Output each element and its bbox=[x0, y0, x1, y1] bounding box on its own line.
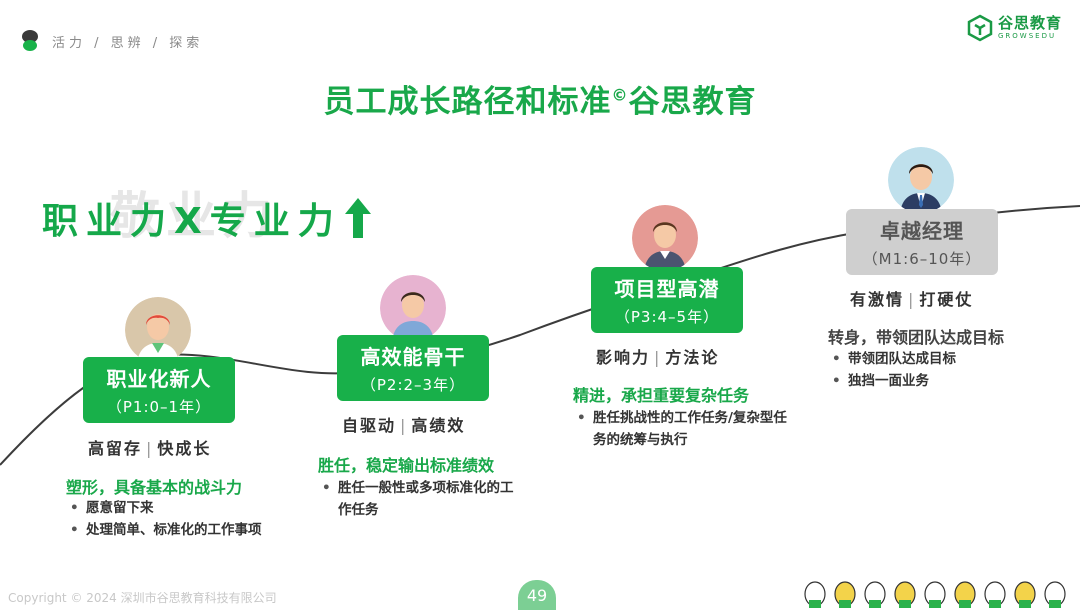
title-brand: 谷思教育 bbox=[628, 84, 757, 120]
stage-2-kw1: 自驱动 bbox=[342, 416, 397, 435]
stage-4-card: 卓越经理 （M1:6–10年） bbox=[846, 209, 998, 275]
arrow-up-icon bbox=[344, 198, 371, 238]
header-motto: 活力 / 思辨 / 探索 bbox=[20, 30, 203, 52]
avatar-stage-1 bbox=[125, 297, 191, 363]
list-item: 胜任挑战性的工作任务/复杂型任务的统筹与执行 bbox=[573, 407, 793, 451]
ghost-watermark-text: 敬业力 bbox=[110, 187, 278, 245]
logo-text-cn: 谷思教育 bbox=[997, 14, 1062, 32]
avatar-stage-2 bbox=[380, 275, 446, 341]
stage-1-kw2: 快成长 bbox=[157, 439, 212, 458]
stage-1-bullets: 愿意留下来 处理简单、标准化的工作事项 bbox=[66, 497, 326, 541]
list-item: 独挡一面业务 bbox=[828, 370, 1058, 392]
avatar-stage-3 bbox=[632, 205, 698, 271]
cartoon-characters-decoration bbox=[804, 581, 1066, 608]
stage-4-bullets: 带领团队达成目标 独挡一面业务 bbox=[828, 348, 1058, 392]
stage-1-card: 职业化新人 （P1:0–1年） bbox=[83, 357, 235, 423]
stage-3-card: 项目型高潜 （P3:4–5年） bbox=[591, 267, 743, 333]
stage-4-sub: （M1:6–10年） bbox=[862, 250, 982, 268]
copyright-symbol: © bbox=[611, 85, 629, 105]
stage-3-kw1: 影响力 bbox=[596, 348, 651, 367]
list-item: 愿意留下来 bbox=[66, 497, 326, 519]
stage-3-heading: 精进，承担重要复杂任务 bbox=[573, 386, 750, 405]
avatar-stage-4 bbox=[888, 147, 954, 213]
stage-1-keywords: 高留存|快成长 bbox=[88, 439, 212, 458]
page-number: 49 bbox=[518, 580, 556, 610]
stage-3-kw2: 方法论 bbox=[665, 348, 720, 367]
title-main: 员工成长路径和标准 bbox=[323, 84, 612, 120]
stage-1-title: 职业化新人 bbox=[106, 367, 212, 391]
motto-text: 活力 / 思辨 / 探索 bbox=[52, 35, 204, 51]
company-logo: 谷思教育 GROWSEDU bbox=[966, 14, 1062, 42]
stage-4-keywords: 有激情|打硬仗 bbox=[850, 290, 974, 309]
stage-4-kw2: 打硬仗 bbox=[919, 290, 974, 309]
stage-3-keywords: 影响力|方法论 bbox=[596, 348, 720, 367]
person-icon bbox=[125, 297, 191, 363]
brand-dot-icon bbox=[20, 30, 40, 52]
list-item: 胜任一般性或多项标准化的工作任务 bbox=[318, 477, 518, 521]
stage-4-kw1: 有激情 bbox=[850, 290, 905, 309]
person-icon bbox=[380, 275, 446, 341]
logo-text-en: GROWSEDU bbox=[997, 32, 1057, 40]
footer-copyright: Copyright © 2024 深圳市谷思教育科技有限公司 bbox=[8, 591, 277, 605]
stage-4-heading: 转身，带领团队达成目标 bbox=[828, 328, 1005, 347]
cube-logo-icon bbox=[967, 14, 993, 42]
stage-2-keywords: 自驱动|高绩效 bbox=[342, 416, 466, 435]
stage-3-sub: （P3:4–5年） bbox=[614, 308, 720, 326]
stage-1-heading: 塑形，具备基本的战斗力 bbox=[66, 478, 243, 497]
person-icon bbox=[632, 205, 698, 271]
slogan-text: 职业力X专业力 bbox=[42, 201, 342, 242]
stage-2-sub: （P2:2–3年） bbox=[360, 376, 466, 394]
page-title: 员工成长路径和标准©谷思教育 bbox=[0, 76, 1080, 121]
slogan: 职业力X专业力 bbox=[42, 192, 372, 244]
stage-3-bullets: 胜任挑战性的工作任务/复杂型任务的统筹与执行 bbox=[573, 407, 793, 451]
list-item: 带领团队达成目标 bbox=[828, 348, 1058, 370]
stage-2-card: 高效能骨干 （P2:2–3年） bbox=[337, 335, 489, 401]
stage-3-title: 项目型高潜 bbox=[614, 277, 720, 301]
stage-1-sub: （P1:0–1年） bbox=[106, 398, 212, 416]
list-item: 处理简单、标准化的工作事项 bbox=[66, 519, 326, 541]
person-icon bbox=[888, 147, 954, 213]
stage-1-kw1: 高留存 bbox=[88, 439, 143, 458]
stage-2-heading: 胜任，稳定输出标准绩效 bbox=[318, 456, 495, 475]
stage-2-bullets: 胜任一般性或多项标准化的工作任务 bbox=[318, 477, 518, 521]
stage-2-title: 高效能骨干 bbox=[360, 345, 466, 369]
stage-4-title: 卓越经理 bbox=[880, 219, 964, 243]
stage-2-kw2: 高绩效 bbox=[411, 416, 466, 435]
